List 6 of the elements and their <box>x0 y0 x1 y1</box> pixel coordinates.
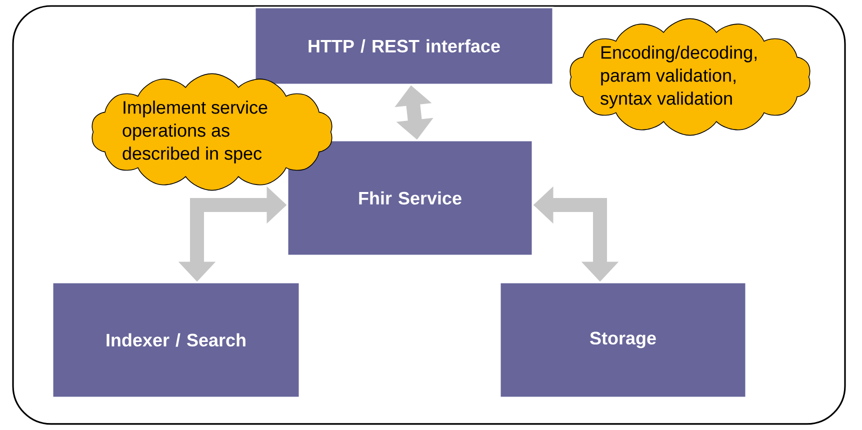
process-box: Fhir Service <box>286 140 534 256</box>
callout-cloud: Implement service operations as described in spec <box>92 73 332 191</box>
process-box: Storage <box>499 282 747 398</box>
process-box: HTTP / REST interface <box>254 6 554 86</box>
process-box: Indexer / Search <box>52 282 300 398</box>
callout-cloud: Encoding/decoding, param validation, syntax validation <box>570 18 810 136</box>
